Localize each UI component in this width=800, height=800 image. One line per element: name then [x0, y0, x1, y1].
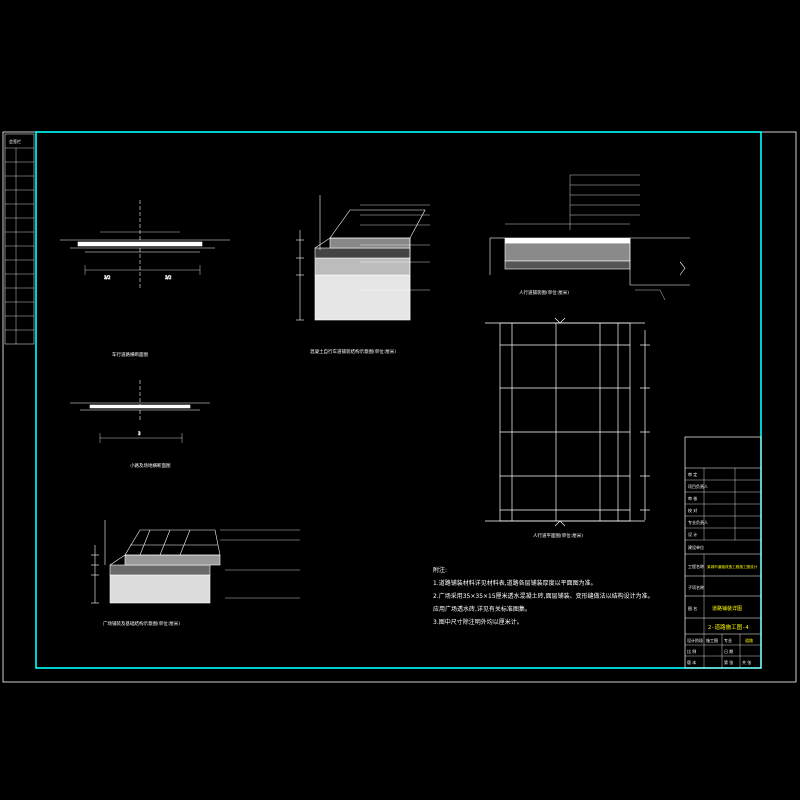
tb-row-2-label: 项目负责人 [688, 483, 708, 489]
tb-b1-b: 施工图 [706, 637, 718, 643]
sidewalk-section-title: 人行道铺装图(单位:厘米) [519, 289, 569, 296]
road-cross-section: 3/2 3/2 [60, 200, 230, 290]
note-item-3: 应用广场透水砖,详见有关标准图集。 [433, 605, 531, 613]
tb-b1-c: 专业 [724, 637, 732, 643]
title-block: 审 定 项目负责人 审 核 校 对 专业负责人 设 计 建设单位 工程名称 某城… [684, 436, 762, 669]
tb-row-3-label: 审 核 [688, 495, 697, 501]
tb-b1-d: 道路 [745, 637, 753, 643]
tb-row-4-label: 校 对 [688, 507, 697, 513]
note-item-2: 2.广场采用35×35×15厘米透水混凝土砖,面层铺装、变形缝做法以结构设计为准… [433, 592, 654, 600]
note-item-1: 1.道路铺装材料详见材料表,道路各层铺装厚度以平面图为准。 [433, 579, 597, 587]
sidewalk-plan-title: 人行道平面图(单位:厘米) [533, 532, 583, 539]
drawing-frame [35, 131, 762, 669]
road-section-title: 车行道路横断面图 [112, 351, 148, 358]
svg-text:3/2: 3/2 [104, 275, 111, 280]
tb-project-name: 某城市道路改造工程施工图设计 [707, 564, 758, 569]
notes-heading: 附注: [433, 566, 447, 574]
tb-drawing-label: 图 名 [688, 605, 697, 611]
tb-b2-a: 比 例 [687, 648, 696, 654]
tb-row-5-label: 专业负责人 [688, 519, 708, 525]
tb-b3-c: 第 张 [724, 659, 733, 665]
tb-row-6-label: 设 计 [688, 531, 697, 537]
sidewalk-section [489, 174, 690, 301]
svg-text:3/2: 3/2 [165, 275, 172, 280]
tb-b3-d: 共 张 [742, 659, 751, 665]
tb-row-1-label: 审 定 [688, 471, 697, 477]
bike-lane-title: 混凝土自行车道铺装结构示意图(单位:厘米) [310, 348, 396, 355]
tb-subitem-label: 子项名称 [688, 584, 704, 590]
edge-section: 3 [70, 380, 210, 443]
tb-drawing-no: 2-道路施工图-4 [708, 623, 749, 631]
svg-text:3: 3 [138, 431, 141, 436]
square-paving-title: 广场铺装及基础结构示意图(单位:厘米) [103, 620, 180, 627]
tb-b2-c: 日 期 [724, 648, 733, 654]
bike-lane-block [296, 195, 430, 321]
edge-section-title: 小路及场地横断面图 [130, 462, 171, 469]
margin-header: 会签栏 [9, 138, 21, 144]
tb-owner-label: 建设单位 [688, 544, 704, 550]
sidewalk-plan [485, 317, 650, 527]
square-paving-block [91, 520, 300, 604]
tb-b1-a: 设计阶段 [687, 637, 703, 643]
margin-signature-box: 会签栏 [4, 133, 35, 345]
tb-drawing-name: 道路铺装详图 [712, 605, 742, 612]
tb-b3-a: 版 本 [687, 659, 696, 665]
tb-project-label: 工程名称 [688, 563, 704, 569]
notes-block: 附注: 1.道路铺装材料详见材料表,道路各层铺装厚度以平面图为准。 2.广场采用… [433, 566, 654, 626]
note-item-4: 3.图中尺寸除注明外均以厘米计。 [433, 618, 523, 626]
